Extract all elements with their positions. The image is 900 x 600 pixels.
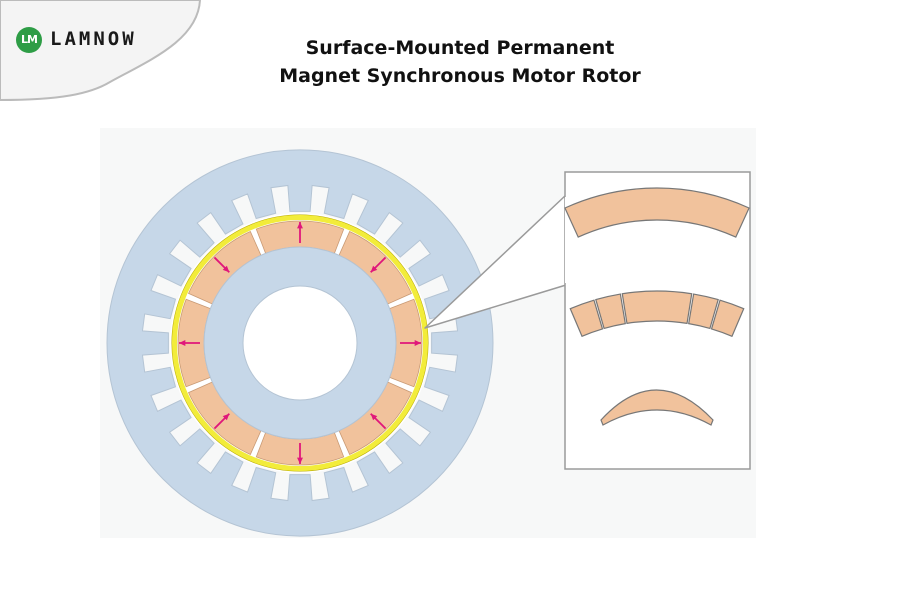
magnetization-arrow-head [370, 265, 378, 273]
magnet-variant-arc-segment [564, 187, 750, 238]
logo-tab-background [0, 0, 202, 102]
stator-core [106, 149, 494, 537]
title-line-2: Magnet Synchronous Motor Rotor [279, 65, 641, 87]
logo-wordmark[interactable]: LAMNOW [50, 28, 137, 50]
magnet-segment [621, 290, 693, 325]
shaft-hole [242, 285, 358, 401]
magnet-segment [595, 293, 627, 330]
magnetization-arrow-head [179, 340, 186, 346]
magnetization-arrow-head [297, 457, 303, 464]
retaining-sleeve-band [172, 215, 428, 471]
magnet-variant-segmented-arc [569, 290, 745, 338]
magnet-segment [687, 293, 719, 330]
magnetization-arrows [179, 222, 421, 464]
magnet-segment [710, 299, 745, 338]
magnetization-arrow-head [222, 265, 230, 273]
magnet-variant-bread-loaf [600, 389, 714, 426]
magnetization-arrow-head [370, 413, 378, 421]
motor-cross-section [106, 149, 494, 537]
magnetization-arrow-head [297, 222, 303, 229]
title-line-1: Surface-Mounted Permanent [305, 37, 615, 59]
magnet-shape-variants [564, 187, 750, 426]
page-title: Surface-Mounted Permanent Magnet Synchro… [250, 34, 670, 90]
magnet-segment [569, 299, 604, 338]
logo-badge[interactable]: LM [16, 27, 42, 53]
magnetization-arrow-head [414, 340, 421, 346]
magnetization-arrow-head [222, 413, 230, 421]
